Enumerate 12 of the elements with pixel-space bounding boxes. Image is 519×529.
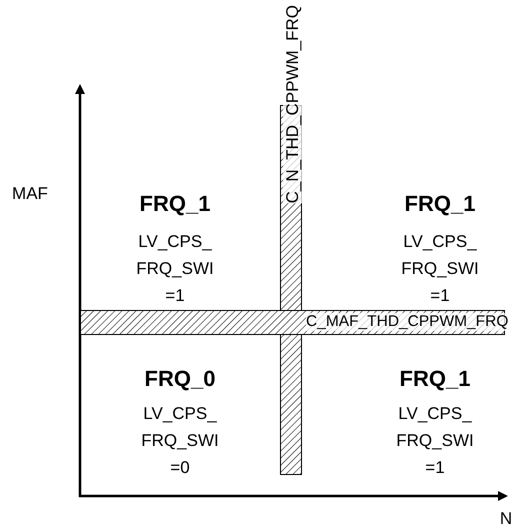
region-note: LV_CPS_ FRQ_SWI =0 (140, 403, 220, 479)
region-note: LV_CPS_ FRQ_SWI =1 (395, 403, 475, 479)
band-label: C_MAF_THD_CPPWM_FRQ (306, 313, 508, 331)
region-title: FRQ_1 (138, 190, 212, 217)
region-title: FRQ_1 (404, 190, 476, 217)
region-note: LV_CPS_ FRQ_SWI =1 (135, 231, 215, 307)
region-note: LV_CPS_ FRQ_SWI =1 (400, 231, 480, 307)
axis-label: N (498, 508, 514, 529)
region-title: FRQ_1 (398, 365, 472, 392)
band-label: C_N_THD_CPPWM_FRQ (283, 5, 303, 204)
axis-label: MAF (11, 183, 49, 205)
region-title: FRQ_0 (144, 365, 216, 392)
